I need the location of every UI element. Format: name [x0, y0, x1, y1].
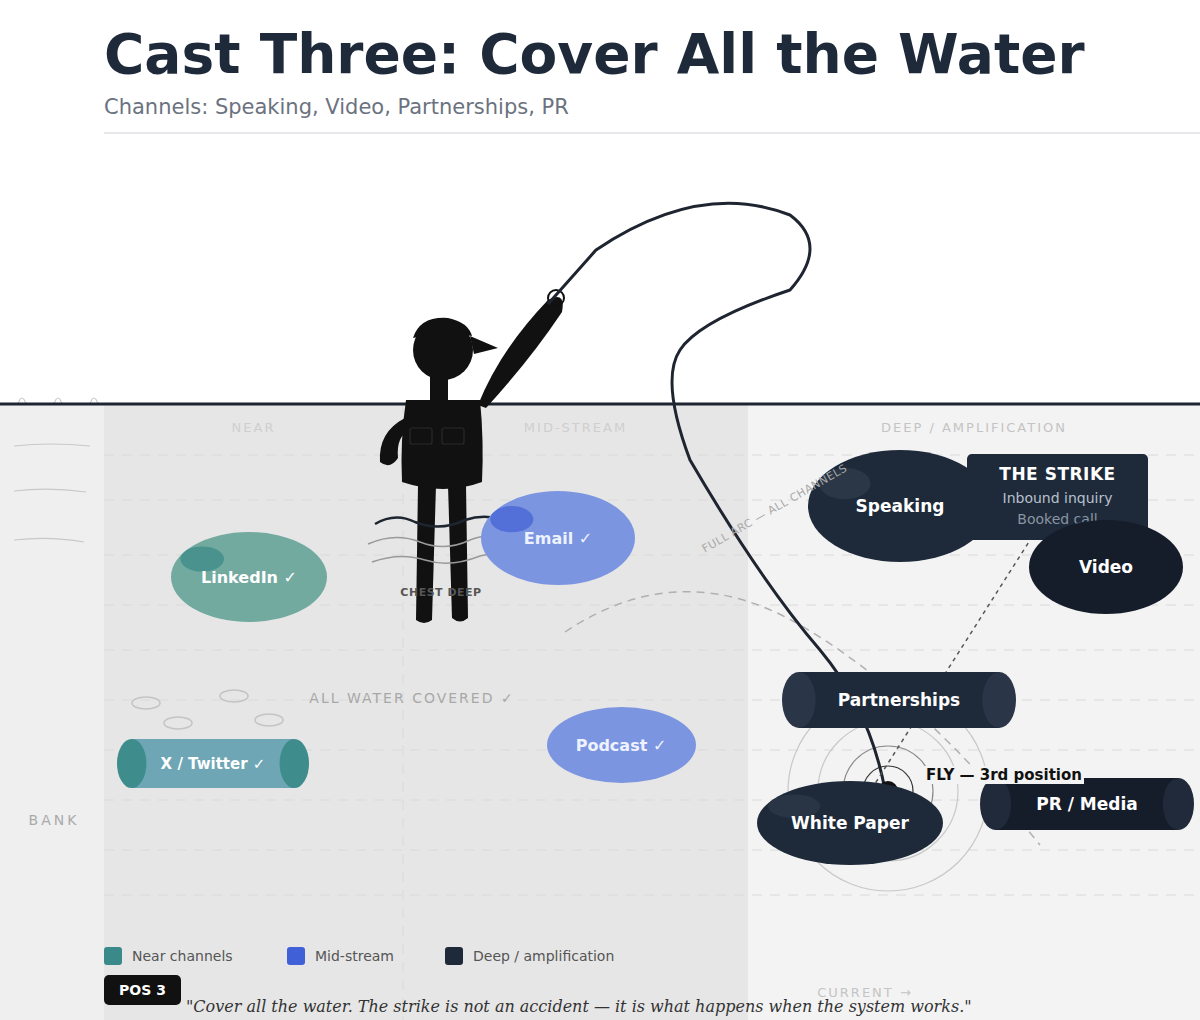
header-rule: [104, 132, 1200, 134]
node-label: Podcast ✓: [576, 736, 667, 755]
shallow-ground: [104, 404, 748, 1020]
strike-link: [876, 540, 1030, 783]
text-wrap: Video: [1029, 520, 1183, 614]
zone-band: MID-STREAM Email ✓ Podcast ✓: [403, 404, 748, 1020]
text-wrap: LinkedIn ✓: [171, 532, 327, 622]
channel-cylinder: PR / Media: [980, 778, 1194, 830]
node-label: X / Twitter ✓: [161, 755, 266, 773]
text-wrap: NEAR: [104, 404, 403, 1020]
node-label: DEEP / AMPLIFICATION: [881, 420, 1067, 435]
bank-ripples: [14, 398, 98, 542]
node-label: POS 3: [119, 982, 166, 998]
rod-guide: [548, 290, 564, 306]
text-wrap: X / Twitter ✓: [117, 739, 309, 788]
channel-ellipse: LinkedIn ✓: [171, 532, 327, 622]
node-label: Speaking: [856, 496, 945, 516]
depth-note: CHEST DEEP: [400, 586, 481, 599]
node-label: Email ✓: [524, 529, 592, 548]
node-label: Partnerships: [838, 690, 960, 710]
legend-swatch: [445, 947, 463, 965]
text-wrap: Podcast ✓: [547, 707, 696, 783]
coverage-note: ALL WATER COVERED ✓: [309, 690, 514, 706]
bank-label: BANK: [29, 812, 80, 828]
water-surface: [0, 403, 1200, 406]
channel-cylinder: X / Twitter ✓: [117, 739, 309, 788]
node-label: THE STRIKE: [999, 464, 1115, 484]
node-label: NEAR: [232, 420, 276, 435]
zone-band: NEAR LinkedIn ✓ X / Twitter ✓: [104, 404, 403, 1020]
fly-note: FLY — 3rd position: [924, 766, 1084, 784]
legend-text: Near channels: [132, 948, 233, 964]
text-wrap: PR / Media: [980, 778, 1194, 830]
title: Cast Three: Cover All the Water: [104, 22, 1085, 86]
deep-ground: [748, 404, 1200, 1020]
subtitle: Channels: Speaking, Video, Partnerships,…: [104, 95, 569, 119]
channel-ellipse: Email ✓: [481, 491, 635, 585]
text-wrap: Partnerships: [782, 672, 1016, 728]
position-badge: POS 3: [104, 975, 181, 1005]
node-label: White Paper: [791, 813, 909, 833]
legend-swatch: [287, 947, 305, 965]
node-label: LinkedIn ✓: [201, 568, 297, 587]
zone-band: DEEP / AMPLIFICATION Speaking THE STRIKE In…: [748, 404, 1200, 1020]
node-label: PR / Media: [1036, 794, 1138, 814]
text-wrap: White Paper: [757, 781, 943, 865]
caption: "Cover all the water. The strike is not …: [186, 997, 972, 1016]
channel-ellipse: Podcast ✓: [547, 707, 696, 783]
angler-pockets: [410, 428, 464, 444]
bubbles: [132, 690, 283, 729]
channel-ellipse: Video: [1029, 520, 1183, 614]
channel-ellipse: White Paper: [757, 781, 943, 865]
node-label: Video: [1079, 557, 1133, 577]
water-lines: [104, 404, 1200, 1020]
channel-cylinder: Partnerships: [782, 672, 1016, 728]
legend-swatch: [104, 947, 122, 965]
node-sublabel: Inbound inquiry: [1003, 488, 1113, 509]
bank-ground: [0, 404, 104, 1020]
text-wrap: Email ✓: [481, 491, 635, 585]
node-label: MID-STREAM: [524, 420, 627, 435]
legend-text: Mid-stream: [315, 948, 394, 964]
text-wrap: POS 3: [104, 975, 181, 1005]
legend-text: Deep / amplification: [473, 948, 614, 964]
